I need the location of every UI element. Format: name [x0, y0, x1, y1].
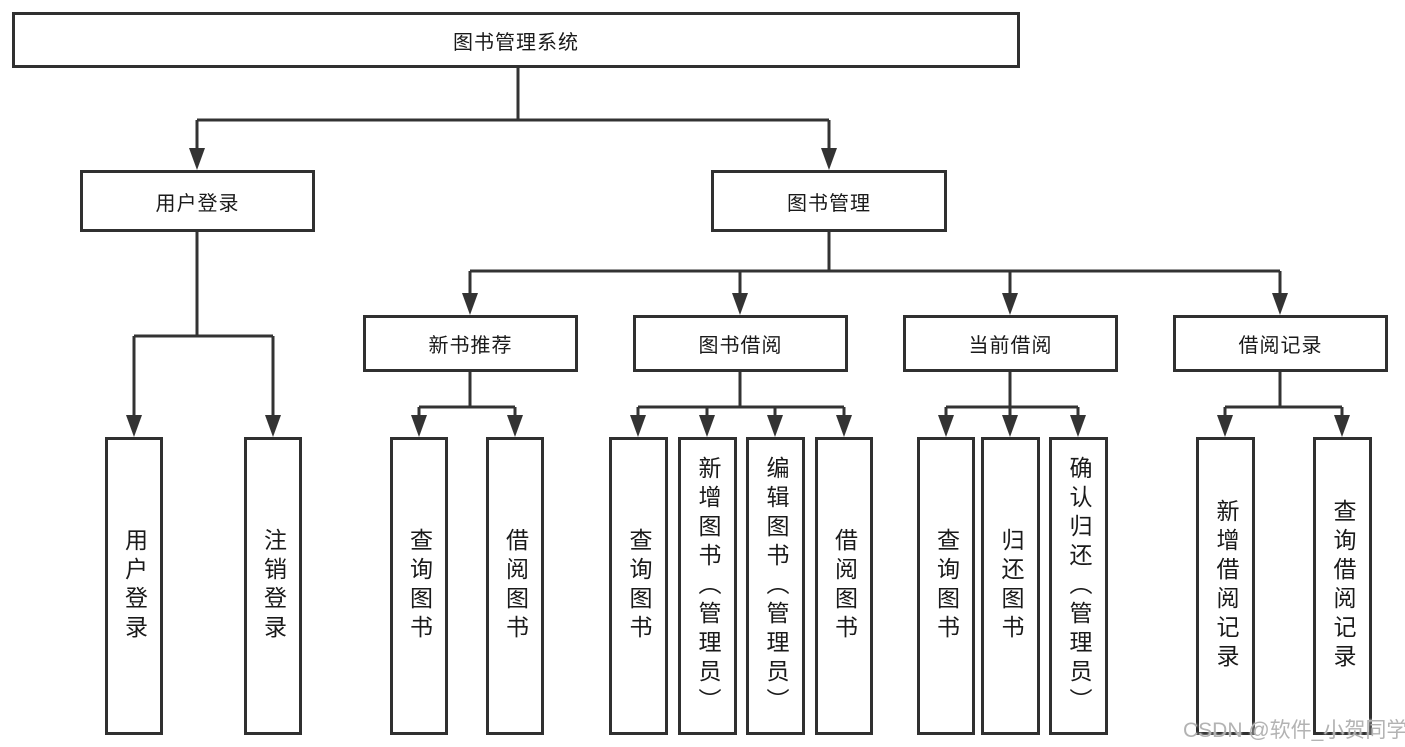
- node-new-book-recommend: 新书推荐: [363, 315, 578, 372]
- connector-current-borrow: [944, 372, 1080, 417]
- arrowhead-icon: [732, 293, 748, 315]
- node-label: 编辑图书（管理员）: [763, 455, 789, 717]
- arrowhead-icon: [265, 415, 281, 437]
- arrowhead-icon: [1217, 415, 1233, 437]
- arrowhead-icon: [1002, 293, 1018, 315]
- arrowhead-icon: [189, 148, 205, 170]
- node-label: 借阅记录: [1238, 335, 1323, 357]
- arrowhead-icon: [1272, 293, 1288, 315]
- leaf-return-books: 归还图书: [981, 437, 1040, 735]
- arrowhead-icon: [507, 415, 523, 437]
- connector-book-management: [468, 232, 1282, 295]
- leaf-borrow-books: 借阅图书: [815, 437, 873, 735]
- leaf-query-books-recommend: 查询图书: [390, 437, 448, 735]
- node-label: 图书管理: [787, 192, 871, 215]
- arrowhead-icon: [1334, 415, 1350, 437]
- node-user-login: 用户登录: [80, 170, 315, 232]
- node-label: 归还图书: [998, 528, 1024, 644]
- leaf-borrow-books-recommend: 借阅图书: [486, 437, 544, 735]
- node-label: 查询图书: [933, 528, 960, 644]
- arrowhead-icon: [821, 148, 837, 170]
- arrowhead-icon: [411, 415, 427, 437]
- node-label: 借阅图书: [831, 528, 858, 644]
- leaf-logout: 注销登录: [244, 437, 302, 735]
- node-label: 图书借阅: [698, 335, 783, 357]
- node-label: 借阅图书: [502, 528, 529, 644]
- node-label: 确认归还（管理员）: [1066, 455, 1092, 717]
- arrowhead-icon: [1002, 415, 1018, 437]
- watermark: CSDN @软件_小贺同学: [1183, 719, 1405, 742]
- leaf-query-books-current: 查询图书: [917, 437, 975, 735]
- node-label: 新增借阅记录: [1213, 499, 1239, 673]
- leaf-edit-book-admin: 编辑图书（管理员）: [746, 437, 805, 735]
- node-label: 用户登录: [155, 192, 240, 215]
- leaf-query-books-borrow: 查询图书: [609, 437, 668, 735]
- leaf-confirm-return-admin: 确认归还（管理员）: [1049, 437, 1108, 735]
- arrowhead-icon: [938, 415, 954, 437]
- node-borrow-records: 借阅记录: [1173, 315, 1388, 372]
- connector-root: [195, 68, 831, 150]
- node-label: 查询图书: [406, 528, 433, 644]
- node-label: 当前借阅: [968, 335, 1053, 357]
- connector-book-borrow: [636, 372, 846, 417]
- connector-borrow-records: [1223, 372, 1344, 417]
- leaf-user-login: 用户登录: [105, 437, 163, 735]
- arrowhead-icon: [630, 415, 646, 437]
- node-root: 图书管理系统: [12, 12, 1020, 68]
- leaf-add-book-admin: 新增图书（管理员）: [678, 437, 737, 735]
- arrowhead-icon: [699, 415, 715, 437]
- node-label: 注销登录: [260, 528, 287, 644]
- arrowhead-icon: [836, 415, 852, 437]
- node-label: 查询图书: [626, 528, 652, 644]
- arrowhead-icon: [462, 293, 478, 315]
- node-book-management: 图书管理: [711, 170, 947, 232]
- node-label: 新增图书（管理员）: [695, 455, 721, 717]
- connector-user-login: [132, 232, 275, 417]
- node-label: 图书管理系统: [453, 31, 579, 54]
- arrowhead-icon: [767, 415, 783, 437]
- leaf-add-borrow-record: 新增借阅记录: [1196, 437, 1255, 735]
- leaf-query-borrow-record: 查询借阅记录: [1313, 437, 1372, 735]
- node-current-borrow: 当前借阅: [903, 315, 1118, 372]
- node-label: 用户登录: [121, 528, 148, 644]
- node-label: 查询借阅记录: [1330, 499, 1356, 673]
- connector-new-book-recommend: [417, 372, 517, 417]
- node-book-borrow: 图书借阅: [633, 315, 848, 372]
- arrowhead-icon: [1070, 415, 1086, 437]
- node-label: 新书推荐: [428, 335, 513, 357]
- arrowhead-icon: [126, 415, 142, 437]
